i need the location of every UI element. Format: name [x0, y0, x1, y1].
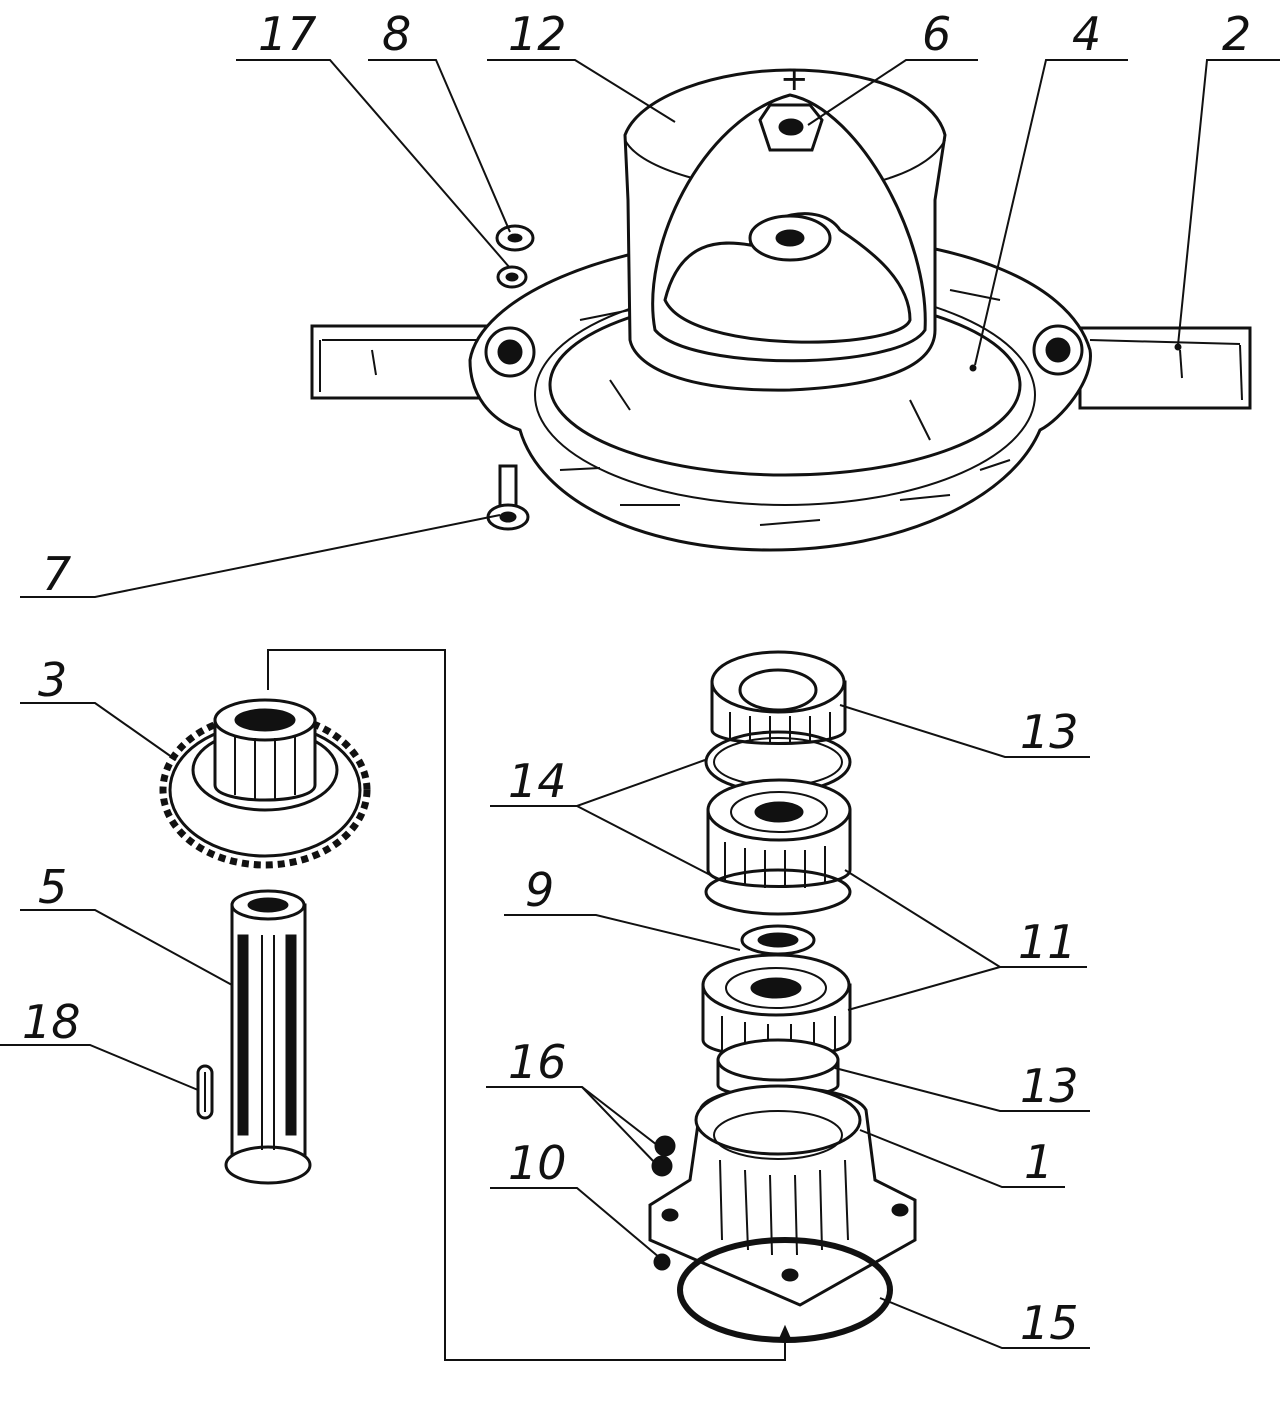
callout-5: 5	[38, 860, 67, 914]
callout-13-top: 13	[1020, 705, 1079, 759]
callout-14: 14	[508, 754, 567, 808]
leader-lines	[0, 59, 1280, 1349]
callout-10: 10	[508, 1136, 567, 1190]
washers-8-17	[495, 224, 535, 289]
callout-1: 1	[1024, 1135, 1053, 1189]
nuts-16	[651, 1135, 676, 1177]
snap-ring-14-lower	[704, 868, 852, 916]
callout-4: 4	[1072, 7, 1101, 61]
callout-7: 7	[42, 547, 71, 601]
callout-8: 8	[382, 7, 411, 61]
washer-10	[653, 1253, 671, 1271]
callout-2: 2	[1222, 7, 1251, 61]
callout-18: 18	[22, 995, 81, 1049]
callout-15: 15	[1020, 1296, 1079, 1350]
bearing-11-upper	[706, 778, 852, 888]
callout-12: 12	[508, 7, 567, 61]
callout-11: 11	[1018, 915, 1077, 969]
callout-9: 9	[525, 863, 554, 917]
key-18	[196, 1064, 214, 1120]
callout-6: 6	[922, 7, 951, 61]
callout-17: 17	[258, 7, 317, 61]
assembly-connector	[267, 649, 793, 1361]
spacer-9	[740, 924, 816, 956]
gear-3	[159, 698, 371, 869]
bearing-11-lower	[701, 953, 852, 1058]
callout-16: 16	[508, 1035, 567, 1089]
hood-cover: +	[623, 59, 947, 392]
bearing-13-top	[710, 650, 847, 745]
shaft-5	[224, 889, 312, 1185]
callout-labels: 17 8 12 6 4 2 7 3 5 18 13 14 9 11 16 13 …	[22, 7, 1251, 1350]
callout-13-bottom: 13	[1020, 1059, 1079, 1113]
plus-symbol: +	[780, 59, 809, 99]
bolt-7	[486, 464, 530, 531]
callout-3: 3	[38, 653, 67, 707]
